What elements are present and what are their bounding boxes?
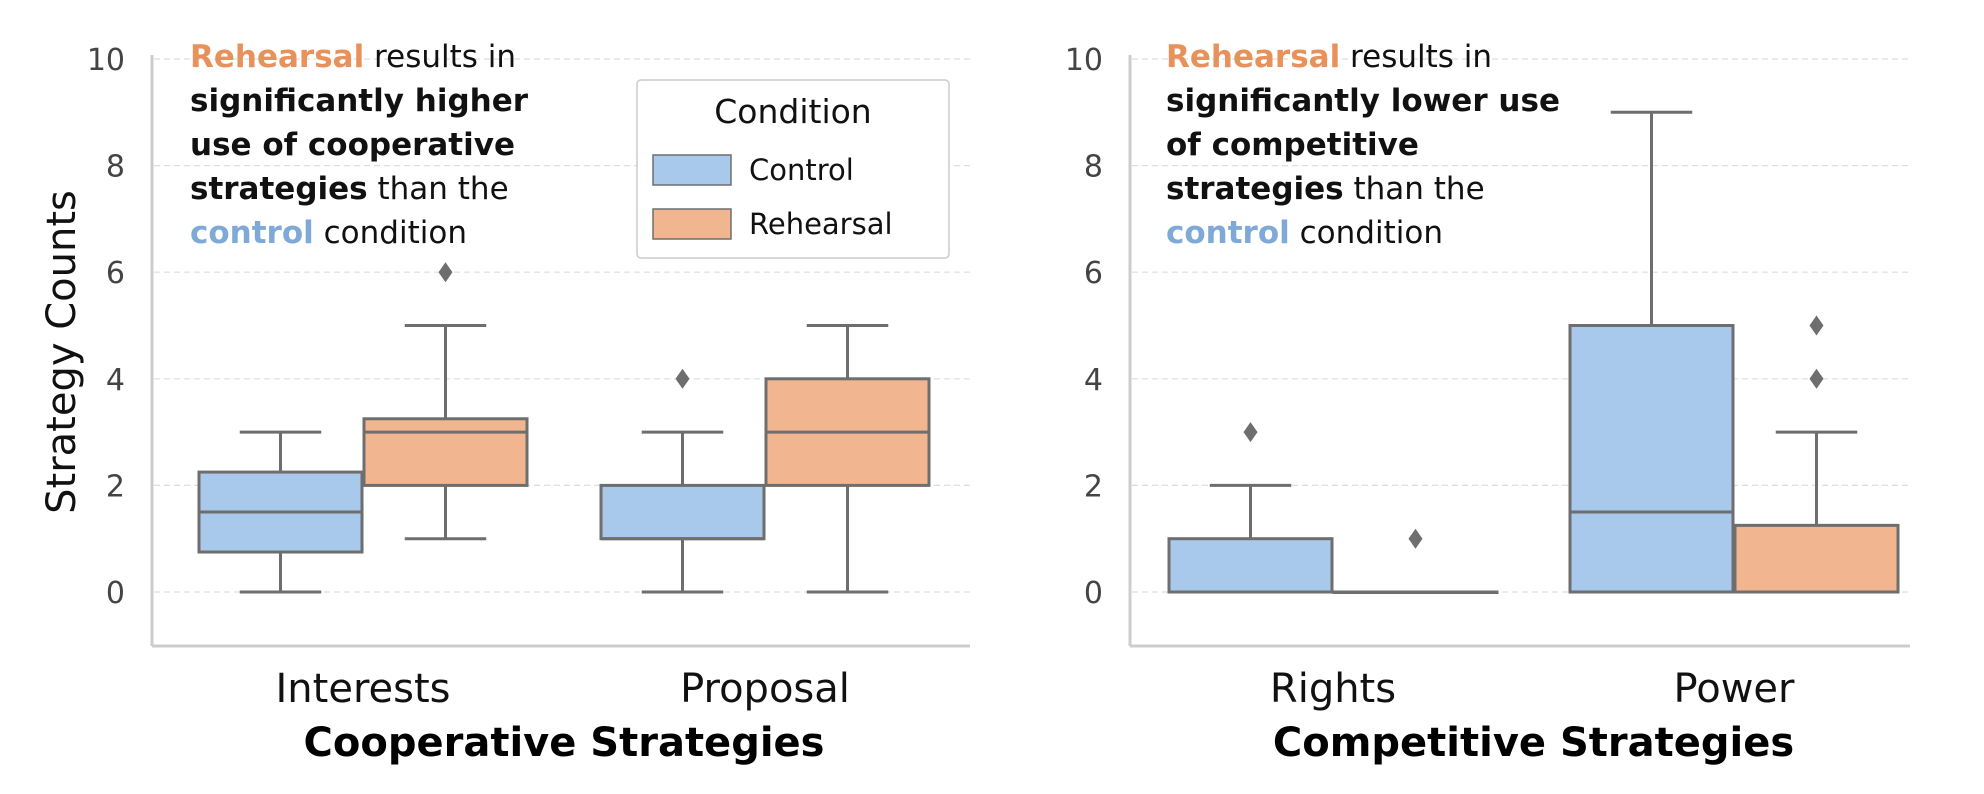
panel2-rehearsal-power-box xyxy=(1733,523,1900,594)
legend-label-control: Control xyxy=(749,153,854,187)
panel1-y-tick-label: 8 xyxy=(106,150,125,185)
panel2-rehearsal-rights-outlier xyxy=(1408,528,1423,549)
panel2-x-axis-title: Competitive Strategies xyxy=(1273,720,1794,766)
panel2-control-power-box xyxy=(1568,324,1735,594)
panel1-rehearsal-interests-box xyxy=(362,417,529,487)
y-axis-title: Strategy Counts xyxy=(39,190,85,514)
legend-title: Condition xyxy=(714,92,871,131)
panel2-rehearsal-power-outlier xyxy=(1809,368,1824,389)
panel1-control-proposal-box xyxy=(599,483,766,541)
panel2-annotation-line: Rehearsal results in xyxy=(1166,39,1492,75)
panel2-control-rights-outlier xyxy=(1243,422,1258,443)
legend-label-rehearsal: Rehearsal xyxy=(749,207,893,241)
panel2-annotation-line: of competitive xyxy=(1166,127,1419,163)
panel2-category-label-power: Power xyxy=(1674,666,1795,712)
panel2-annotation-line: significantly lower use xyxy=(1166,83,1560,119)
panel2-y-tick-label: 6 xyxy=(1084,256,1103,291)
panel2-y-tick-label: 0 xyxy=(1084,576,1103,611)
panel2-category-label-rights: Rights xyxy=(1270,666,1396,712)
panel2-annotation-line: strategies than the xyxy=(1166,171,1485,207)
panel1-y-tick-label: 4 xyxy=(106,363,125,398)
panel1-category-label-interests: Interests xyxy=(276,666,451,712)
legend-swatch-rehearsal xyxy=(652,208,732,240)
panel1-y-tick-label: 10 xyxy=(87,43,125,78)
panel1-x-axis-title: Cooperative Strategies xyxy=(304,720,825,766)
panel1-y-tick-label: 2 xyxy=(106,469,125,504)
panel1-category-label-proposal: Proposal xyxy=(680,666,850,712)
panel1-annotation-line: use of cooperative xyxy=(190,127,515,163)
panel1-annotation-line: strategies than the xyxy=(190,171,509,207)
panel1-annotation-line: control condition xyxy=(190,215,467,251)
panel1-y-tick-label: 6 xyxy=(106,256,125,291)
panel1-y-tick-label: 0 xyxy=(106,576,125,611)
panel1-control-proposal-outlier xyxy=(675,368,690,389)
panel2-y-tick-label: 2 xyxy=(1084,469,1103,504)
panel2-rehearsal-power-outlier xyxy=(1809,315,1824,336)
panel1-annotation-line: significantly higher xyxy=(190,83,529,119)
panel2-y-tick-label: 10 xyxy=(1065,43,1103,78)
legend-swatch-control xyxy=(652,154,732,186)
panel2-control-rights-box xyxy=(1167,537,1334,594)
panel2-y-tick-label: 4 xyxy=(1084,363,1103,398)
panel1-annotation-line: Rehearsal results in xyxy=(190,39,516,75)
panel2-y-tick-label: 8 xyxy=(1084,150,1103,185)
panel2-annotation-line: control condition xyxy=(1166,215,1443,251)
panel1-rehearsal-interests-outlier xyxy=(438,262,453,283)
